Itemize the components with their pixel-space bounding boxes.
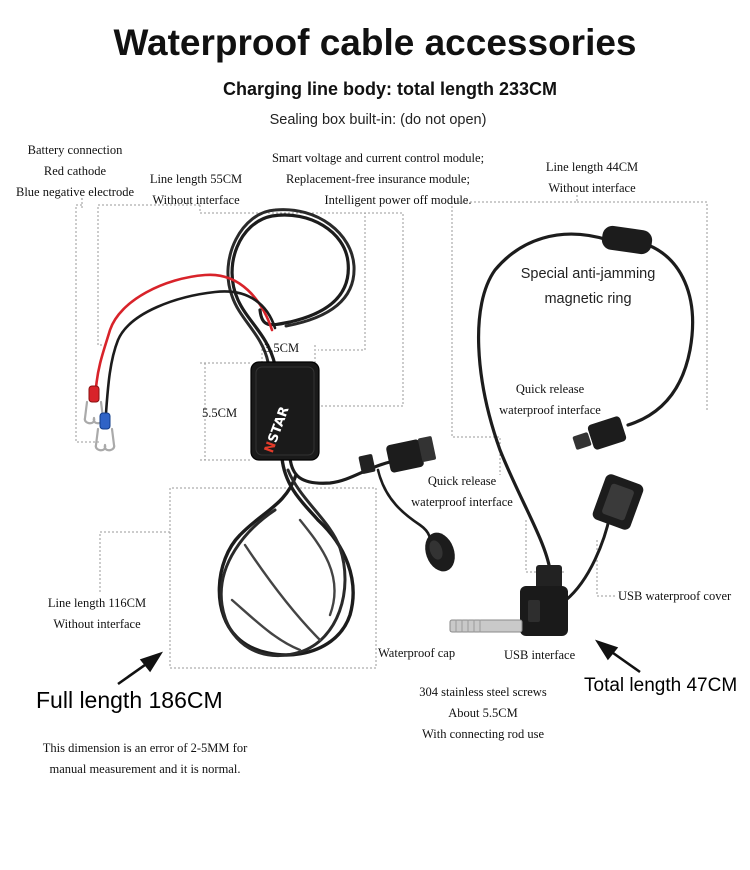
- line44-label: Line length 44CM Without interface: [534, 157, 650, 199]
- quick-release-label-line: waterproof interface: [411, 495, 513, 509]
- error-note-line: This dimension is an error of 2-5MM for: [42, 741, 248, 755]
- line116-label-line: Line length 116CM: [47, 596, 147, 610]
- quick-release-label-line: waterproof interface: [499, 403, 601, 417]
- screws-label: 304 stainless steel screws About 5.5CM W…: [396, 682, 570, 745]
- waterproof-cap-label: Waterproof cap: [378, 646, 456, 660]
- magnetic-ring-label-line: magnetic ring: [544, 291, 632, 307]
- line44-label-line: Line length 44CM: [545, 160, 639, 174]
- line44-label-line: Without interface: [548, 181, 636, 195]
- module-label-line: Replacement-free insurance module;: [286, 172, 470, 186]
- page-title: Waterproof cable accessories: [113, 22, 637, 63]
- quick-release-label-line: Quick release: [515, 382, 585, 396]
- total-length-label: Total length 47CM: [584, 675, 738, 696]
- error-note: This dimension is an error of 2-5MM for …: [20, 738, 270, 780]
- screws-label-line: With connecting rod use: [421, 727, 545, 741]
- quick-release-label-line: Quick release: [427, 474, 497, 488]
- quick-release-right-label: Quick release waterproof interface: [484, 379, 616, 421]
- module-label: Smart voltage and current control module…: [250, 148, 506, 211]
- line55-label-line: Without interface: [152, 193, 240, 207]
- control-box: [250, 361, 320, 461]
- battery-label: Battery connection Red cathode Blue nega…: [4, 140, 146, 203]
- right-cable-assembly: [449, 225, 695, 636]
- screws-label-line: 304 stainless steel screws: [419, 685, 547, 699]
- line55-label: Line length 55CM Without interface: [140, 169, 252, 211]
- line116-label: Line length 116CM Without interface: [32, 593, 162, 635]
- sealing-note: Sealing box built-in: (do not open): [269, 112, 487, 128]
- quick-release-left-label: Quick release waterproof interface: [396, 471, 528, 513]
- usb-interface-label: USB interface: [504, 648, 576, 662]
- page-subtitle: Charging line body: total length 233CM: [222, 79, 557, 99]
- dimension-width-label: 3.5CM: [264, 341, 300, 355]
- screws-label-line: About 5.5CM: [448, 706, 518, 720]
- error-note-line: manual measurement and it is normal.: [49, 762, 241, 776]
- battery-label-line: Red cathode: [43, 164, 107, 178]
- arrow-icon: [117, 639, 641, 686]
- left-cable-assembly: [83, 208, 455, 658]
- line55-label-line: Line length 55CM: [149, 172, 243, 186]
- module-label-line: Smart voltage and current control module…: [271, 151, 485, 165]
- module-label-line: Intelligent power off module.: [324, 193, 472, 207]
- full-length-label: Full length 186CM: [36, 687, 223, 713]
- line116-label-line: Without interface: [53, 617, 141, 631]
- dimension-height-label: 5.5CM: [202, 406, 238, 420]
- usb-cover-label: USB waterproof cover: [618, 589, 732, 603]
- battery-label-line: Battery connection: [27, 143, 123, 157]
- magnetic-ring-label-line: Special anti-jamming: [520, 266, 656, 282]
- battery-label-line: Blue negative electrode: [16, 185, 134, 199]
- magnetic-ring-label: Special anti-jamming magnetic ring: [500, 262, 676, 312]
